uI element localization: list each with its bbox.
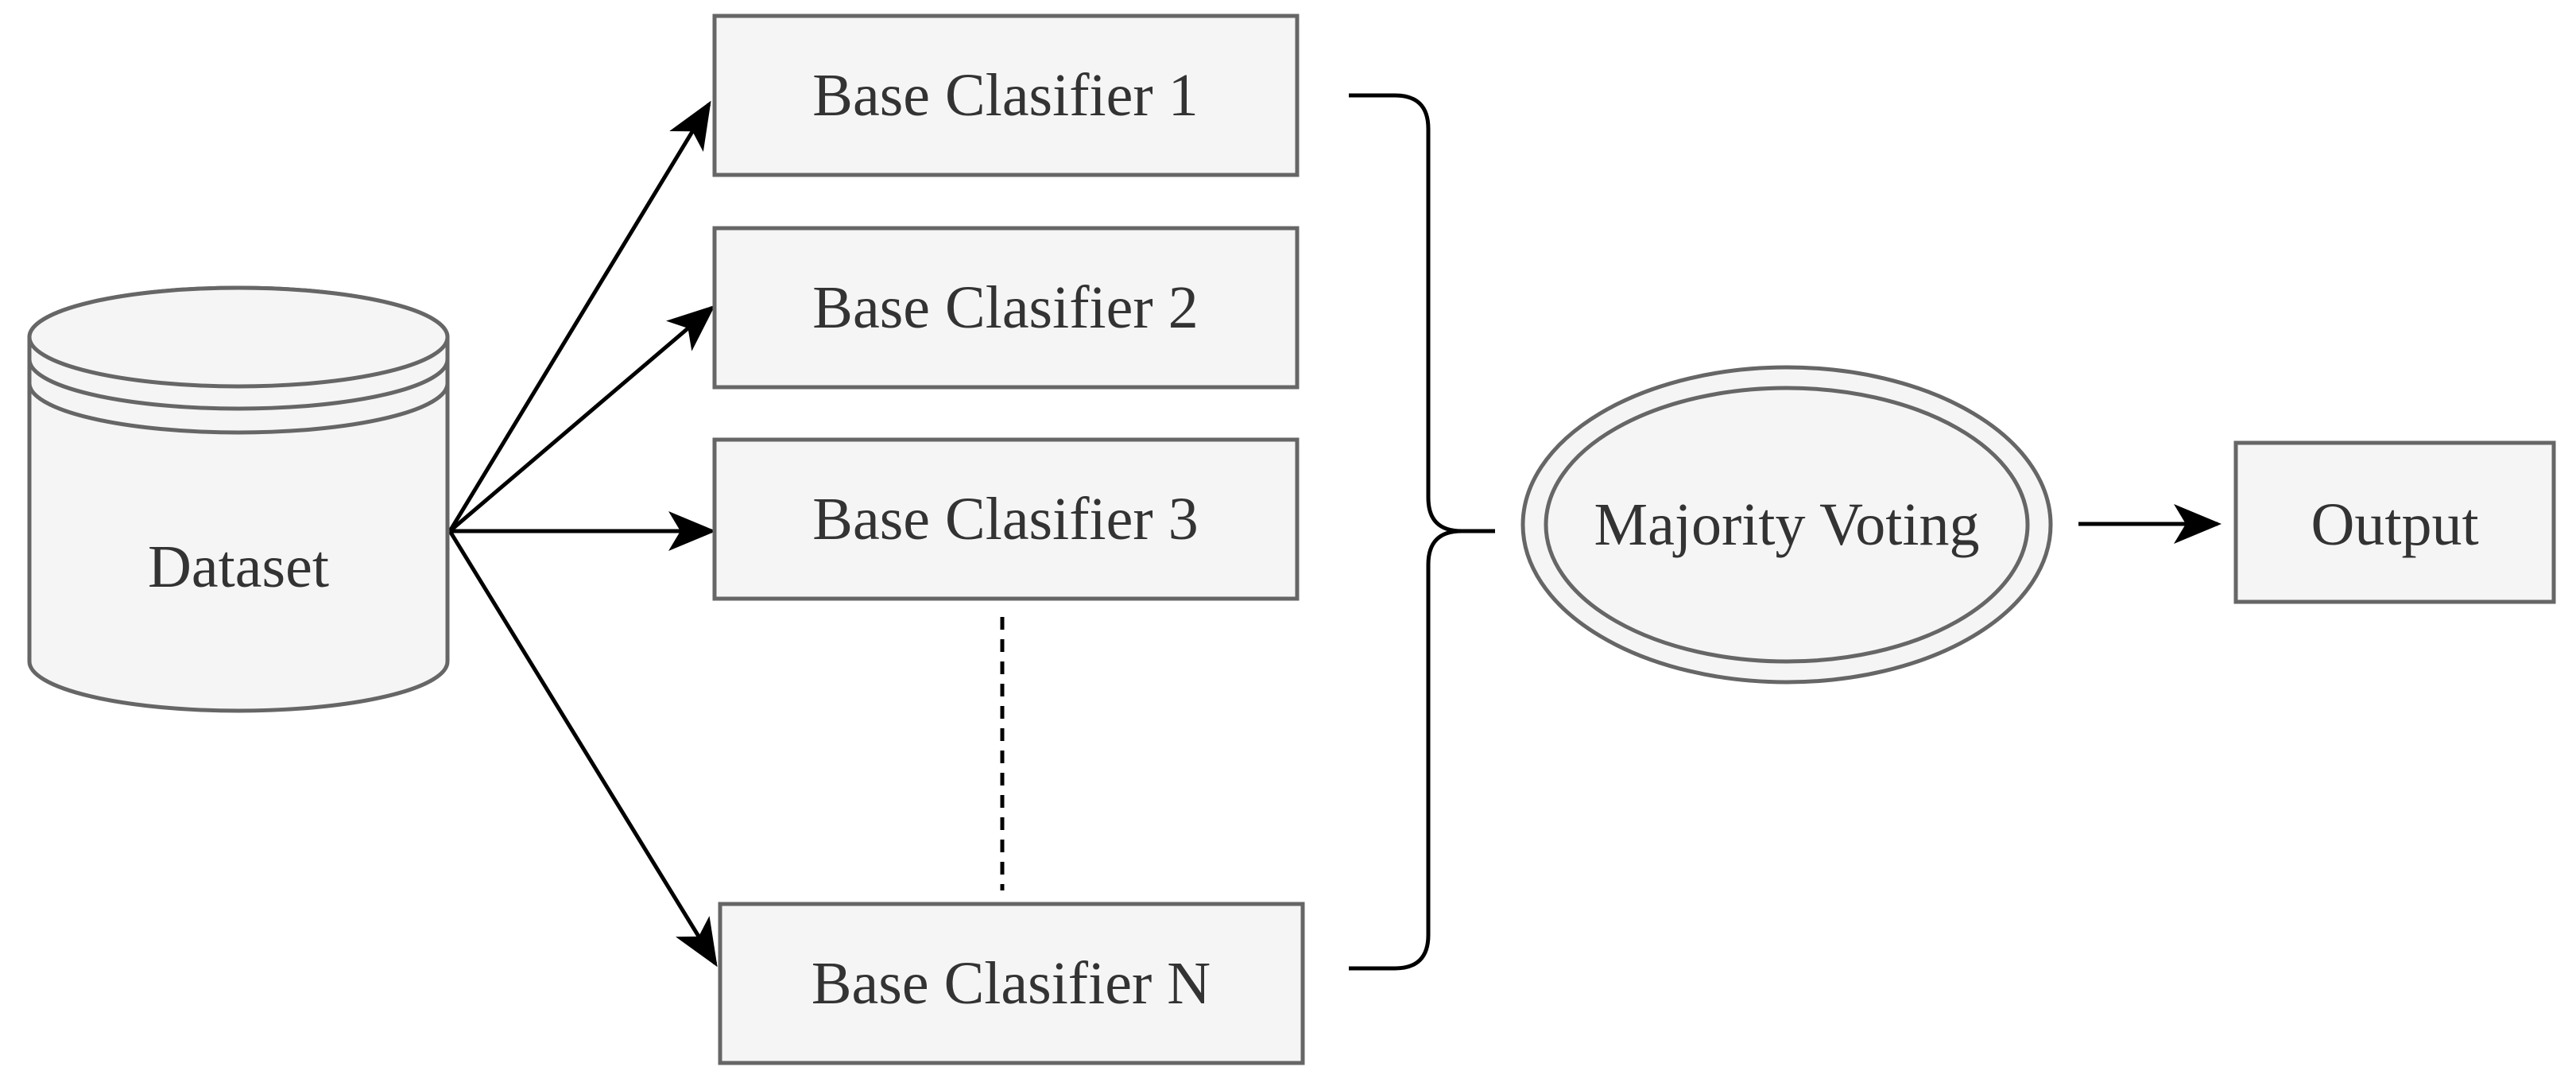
output-box — [2233, 440, 2556, 604]
output-label: Output — [2311, 491, 2478, 558]
edge-dataset-to-classifier-2 — [448, 305, 715, 533]
classifier-3-box — [712, 437, 1300, 601]
classifier-3-node: Base Clasifier 3 — [712, 437, 1300, 601]
output-node: Output — [2233, 440, 2556, 604]
classifier-n-label: Base Clasifier N — [812, 950, 1211, 1017]
classifier-1-label: Base Clasifier 1 — [812, 62, 1198, 129]
majority-voting-node: Majority Voting — [1520, 365, 2053, 685]
classifier-2-label: Base Clasifier 2 — [812, 274, 1198, 341]
dataset-cylinder-top — [27, 285, 450, 389]
dataset-label: Dataset — [148, 533, 329, 600]
classifier-2-node: Base Clasifier 2 — [712, 226, 1300, 390]
dataset-cylinder-ring-2 — [27, 382, 450, 435]
edge-dataset-to-classifier-1 — [447, 100, 711, 533]
classifier-3-label: Base Clasifier 3 — [812, 486, 1198, 553]
majority-voting-inner-ellipse — [1544, 386, 2030, 664]
classifier-2-box — [712, 226, 1300, 390]
classifier-n-box — [718, 902, 1305, 1065]
dataset-node: Dataset — [27, 285, 450, 713]
dataset-cylinder-ring-1 — [27, 359, 450, 411]
classifier-1-box — [712, 14, 1300, 177]
majority-voting-label: Majority Voting — [1594, 491, 1980, 558]
classifier-n-node: Base Clasifier N — [718, 902, 1305, 1065]
classifier-group-brace — [1349, 93, 1495, 971]
classifier-1-node: Base Clasifier 1 — [712, 14, 1300, 177]
edge-dataset-to-classifier-n — [447, 529, 718, 968]
